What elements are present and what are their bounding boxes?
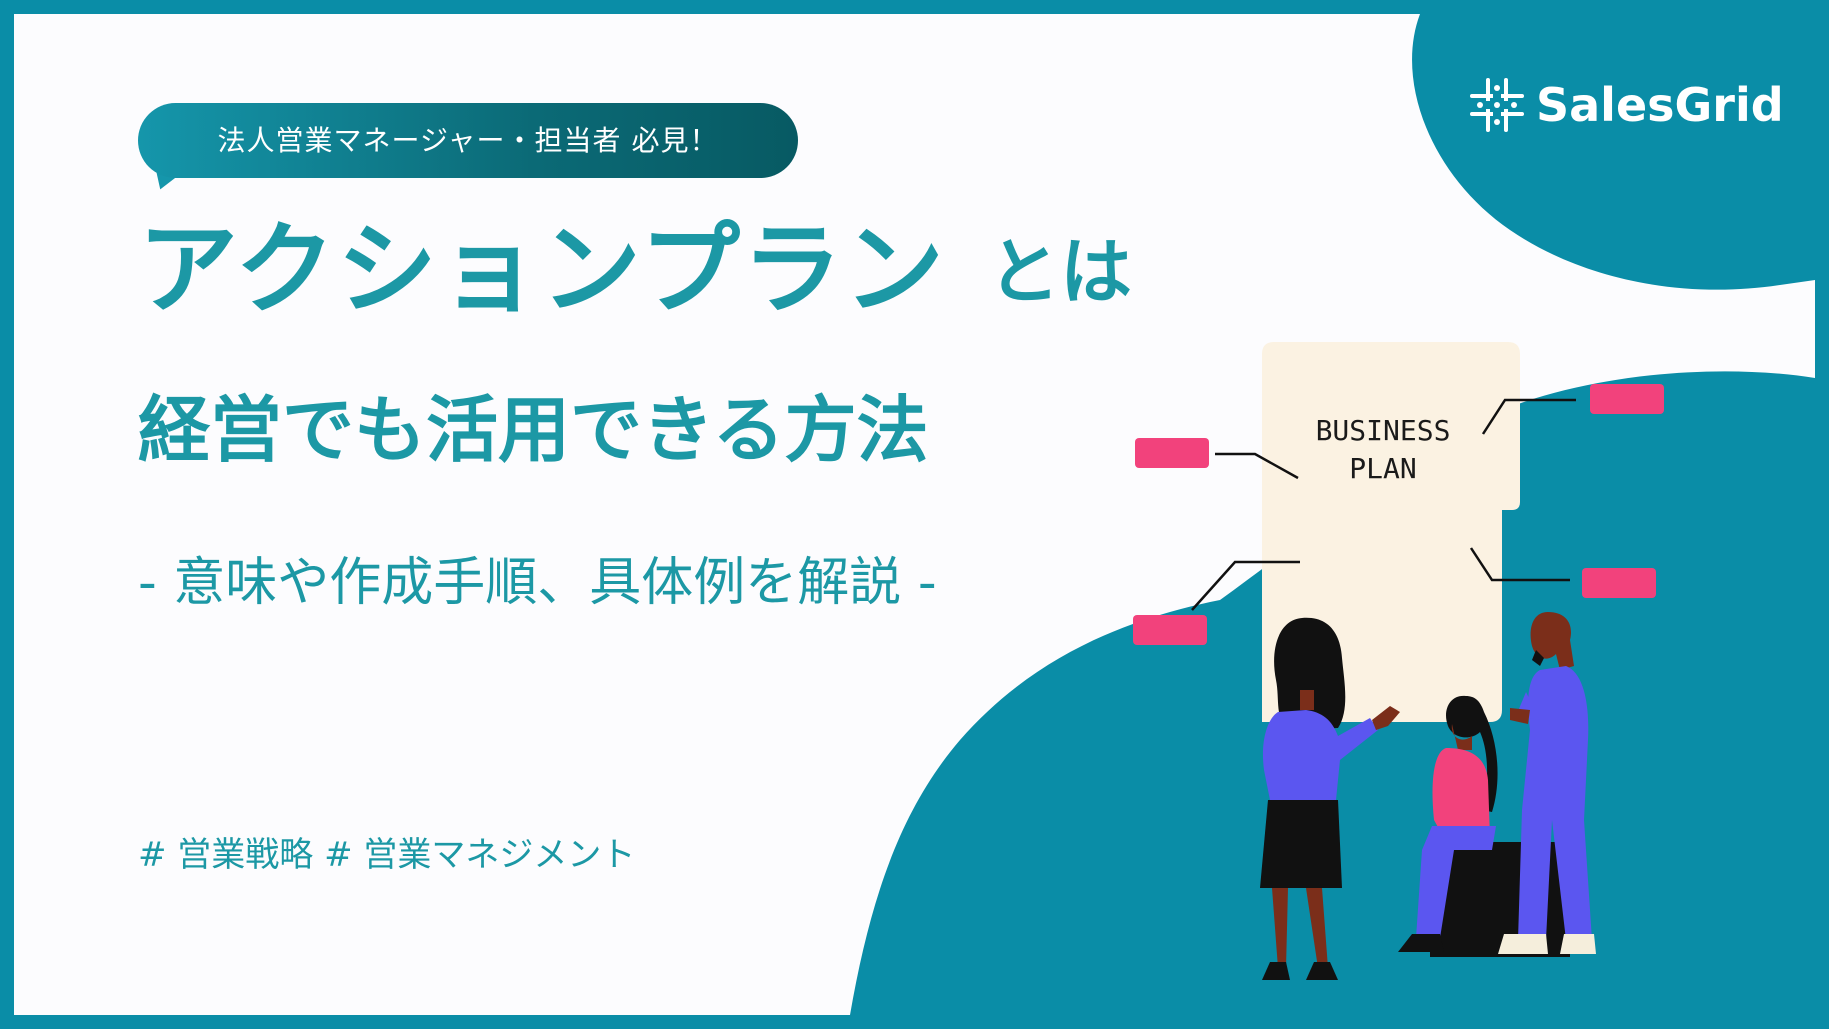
label-tags — [1133, 384, 1664, 645]
logo-text: SalesGrid — [1536, 78, 1784, 132]
brand-logo: SalesGrid — [1468, 70, 1784, 140]
person-girl-sitting — [1398, 695, 1498, 952]
grid-logo-icon — [1468, 76, 1526, 134]
page-subtitle: 経営でも活用できる方法 — [138, 388, 929, 472]
board-text-line1: BUSINESS — [1316, 414, 1451, 447]
white-canvas — [14, 14, 1815, 1015]
business-plan-illustration: BUSINESS PLAN — [1133, 342, 1664, 980]
connector-lines — [1191, 398, 1576, 611]
person-man-standing — [1498, 612, 1596, 954]
audience-tag: 法人営業マネージャー・担当者 必見！ — [138, 103, 798, 178]
page-title: アクションプラン — [138, 211, 946, 328]
title-suffix: とは — [988, 230, 1133, 314]
board-text-line2: PLAN — [1349, 452, 1416, 485]
description: - 意味や作成手順、具体例を解説 - — [138, 553, 937, 613]
hashtags: # 営業戦略 # 営業マネジメント — [138, 835, 636, 875]
person-woman-presenting — [1260, 617, 1400, 980]
